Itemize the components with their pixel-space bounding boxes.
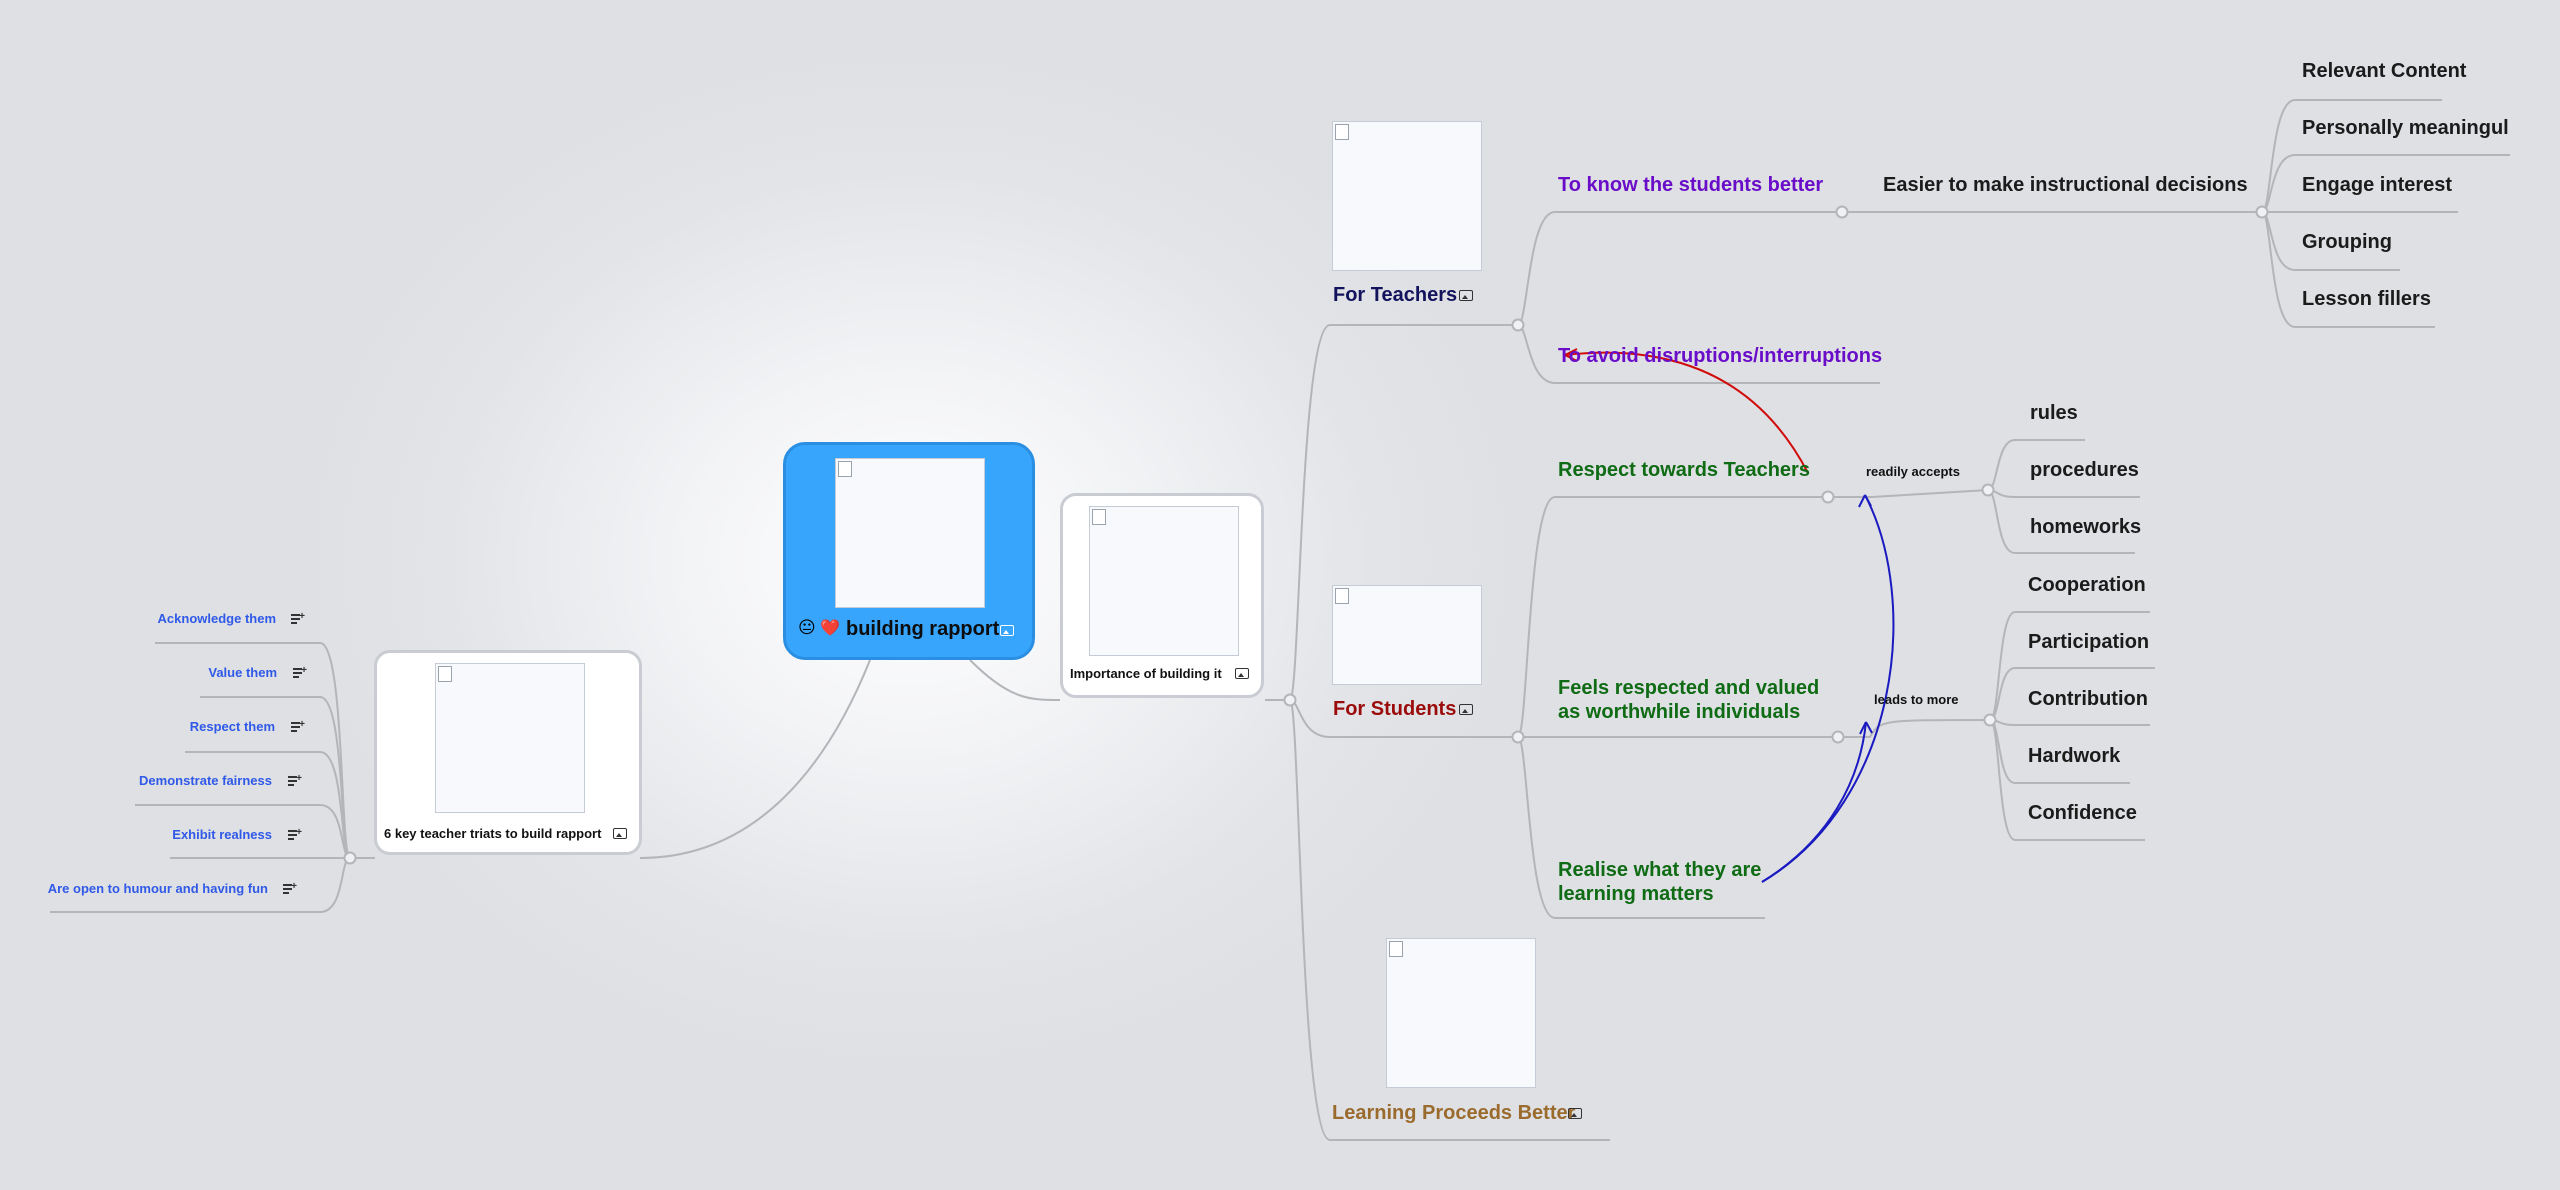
importance-topic[interactable]: Importance of building it bbox=[1060, 493, 1264, 698]
teachers-image bbox=[1332, 121, 1482, 271]
traits-topic[interactable]: 6 key teacher triats to build rapport bbox=[374, 650, 642, 855]
circle-junction-icon bbox=[1283, 693, 1297, 707]
traits-image bbox=[435, 663, 585, 813]
avoid-disruptions-topic[interactable]: To avoid disruptions/interruptions bbox=[1558, 345, 1883, 367]
note-icon[interactable]: + bbox=[283, 882, 297, 894]
more-item[interactable]: Hardwork bbox=[2028, 745, 2121, 767]
circle-junction-icon bbox=[1821, 490, 1835, 504]
trait-item[interactable]: Exhibit realness bbox=[172, 827, 272, 842]
realise-line2: learning matters bbox=[1558, 883, 1714, 905]
feels-respected-line2: as worthwhile individuals bbox=[1558, 701, 1801, 723]
importance-label: Importance of building it bbox=[1070, 666, 1222, 681]
decision-item[interactable]: Relevant Content bbox=[2302, 60, 2467, 82]
accepts-item[interactable]: rules bbox=[2030, 402, 2078, 424]
importance-image bbox=[1089, 506, 1239, 656]
trait-item[interactable]: Are open to humour and having fun bbox=[47, 881, 268, 896]
note-icon[interactable]: + bbox=[291, 612, 305, 624]
realise-line1: Realise what they are bbox=[1558, 859, 1762, 881]
image-icon[interactable] bbox=[1459, 704, 1473, 715]
note-icon[interactable]: + bbox=[288, 828, 302, 840]
circle-junction-icon bbox=[1981, 483, 1995, 497]
root-topic[interactable]: 😐 ❤️ building rapport bbox=[783, 442, 1035, 660]
leads-to-more-label[interactable]: leads to more bbox=[1874, 692, 1959, 707]
learning-label[interactable]: Learning Proceeds Better bbox=[1332, 1102, 1576, 1124]
circle-junction-icon bbox=[2255, 205, 2269, 219]
realise-topic[interactable]: Realise what they are learning matters bbox=[1558, 858, 1761, 906]
more-item[interactable]: Contribution bbox=[2028, 688, 2148, 710]
note-icon[interactable]: + bbox=[293, 666, 307, 678]
respect-teachers-topic[interactable]: Respect towards Teachers bbox=[1558, 459, 1810, 481]
image-icon[interactable] bbox=[613, 828, 627, 839]
heart-emoji-icon: ❤️ bbox=[820, 620, 840, 637]
decision-item[interactable]: Personally meaningul bbox=[2302, 117, 2509, 139]
students-label[interactable]: For Students bbox=[1333, 698, 1457, 720]
more-item[interactable]: Participation bbox=[2028, 631, 2150, 653]
learning-image bbox=[1386, 938, 1536, 1088]
root-label: building rapport bbox=[846, 618, 1000, 640]
circle-junction-icon bbox=[1835, 205, 1849, 219]
traits-label: 6 key teacher triats to build rapport bbox=[384, 826, 602, 841]
accepts-item[interactable]: homeworks bbox=[2030, 516, 2142, 538]
circle-junction-icon bbox=[1983, 713, 1997, 727]
root-image bbox=[835, 458, 985, 608]
feels-respected-topic[interactable]: Feels respected and valued as worthwhile… bbox=[1558, 676, 1819, 724]
image-icon[interactable] bbox=[1459, 290, 1473, 301]
circle-junction-icon bbox=[1511, 318, 1525, 332]
decision-item[interactable]: Lesson fillers bbox=[2302, 288, 2431, 310]
trait-item[interactable]: Value them bbox=[208, 665, 277, 680]
more-item[interactable]: Confidence bbox=[2028, 802, 2137, 824]
readily-accepts-label[interactable]: readily accepts bbox=[1866, 464, 1960, 479]
decision-item[interactable]: Engage interest bbox=[2302, 174, 2453, 196]
neutral-face-emoji-icon: 😐 bbox=[798, 618, 816, 637]
circle-junction-icon bbox=[343, 851, 357, 865]
decision-item[interactable]: Grouping bbox=[2302, 231, 2392, 253]
circle-junction-icon bbox=[1831, 730, 1845, 744]
trait-item[interactable]: Respect them bbox=[189, 719, 275, 734]
trait-item[interactable]: Demonstrate fairness bbox=[139, 773, 272, 788]
teachers-label[interactable]: For Teachers bbox=[1333, 284, 1458, 306]
trait-item[interactable]: Acknowledge them bbox=[157, 611, 276, 626]
image-icon[interactable] bbox=[1000, 625, 1014, 636]
note-icon[interactable]: + bbox=[288, 774, 302, 786]
more-item[interactable]: Cooperation bbox=[2028, 574, 2146, 596]
easier-decisions-topic[interactable]: Easier to make instructional decisions bbox=[1883, 174, 2248, 196]
circle-junction-icon bbox=[1511, 730, 1525, 744]
note-icon[interactable]: + bbox=[291, 720, 305, 732]
image-icon[interactable] bbox=[1235, 668, 1249, 679]
students-image bbox=[1332, 585, 1482, 685]
image-icon[interactable] bbox=[1568, 1108, 1582, 1119]
accepts-item[interactable]: procedures bbox=[2030, 459, 2139, 481]
feels-respected-line1: Feels respected and valued bbox=[1558, 677, 1820, 699]
know-students-topic[interactable]: To know the students better bbox=[1558, 174, 1824, 196]
